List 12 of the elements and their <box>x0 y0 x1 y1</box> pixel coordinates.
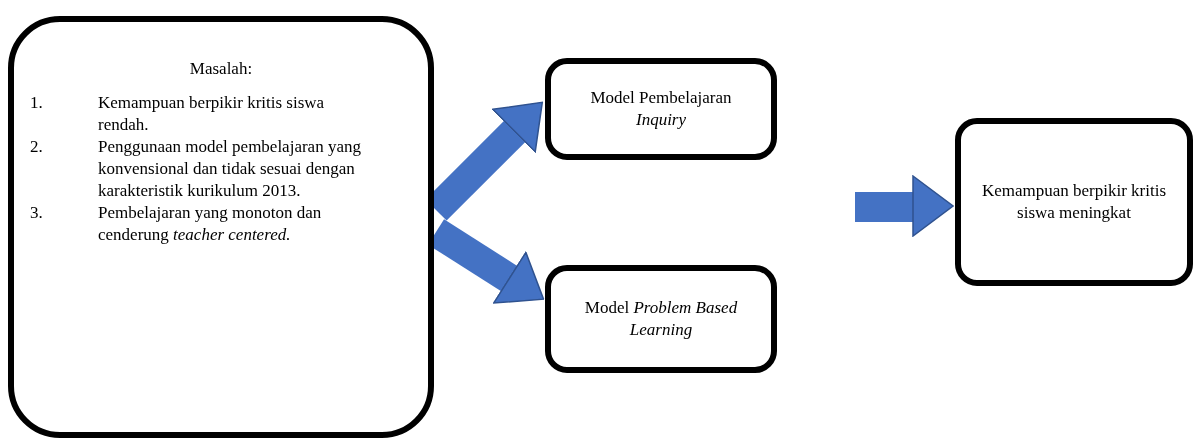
heading: Masalah: <box>189 58 253 80</box>
node-label: Model Problem Based Learning <box>583 297 739 341</box>
block-arrow <box>855 175 954 237</box>
list-item: 2. Penggunaan model pembelajaran yang konvensional dan tidak sesuai dengan karakteristik kurikulum 2013. <box>29 136 362 202</box>
node-label: Model Pembelajaran Inquiry <box>589 87 733 131</box>
rounded-box <box>955 118 1193 286</box>
rounded-box <box>8 16 434 438</box>
node-label: Kemampuan berpikir kritis siswa meningkat <box>980 180 1168 224</box>
list-item: 1. Kemampuan berpikir kritis siswa rendah. <box>29 92 326 136</box>
rounded-box <box>545 58 777 160</box>
rounded-box <box>545 265 777 373</box>
list-item: 3. Pembelajaran yang monoton dan cenderung teacher centered. <box>29 202 323 246</box>
